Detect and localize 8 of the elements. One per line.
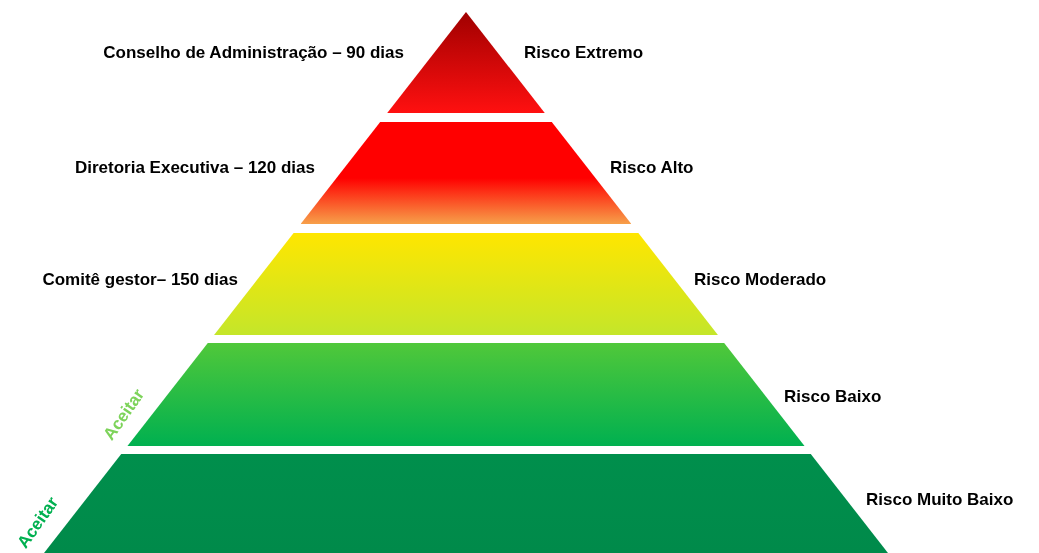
level-label: Risco Baixo [784, 386, 882, 408]
level-label: Risco Alto [610, 157, 694, 179]
level-label: Risco Extremo [524, 42, 644, 64]
level-label: Diretoria Executiva – 120 dias [74, 157, 315, 179]
level-label: Conselho de Administração – 90 dias [103, 42, 404, 64]
level-label: Risco Muito Baixo [866, 489, 1014, 511]
level-label: Comitê gestor– 150 dias [42, 269, 238, 291]
level-label: Risco Moderado [694, 269, 827, 291]
